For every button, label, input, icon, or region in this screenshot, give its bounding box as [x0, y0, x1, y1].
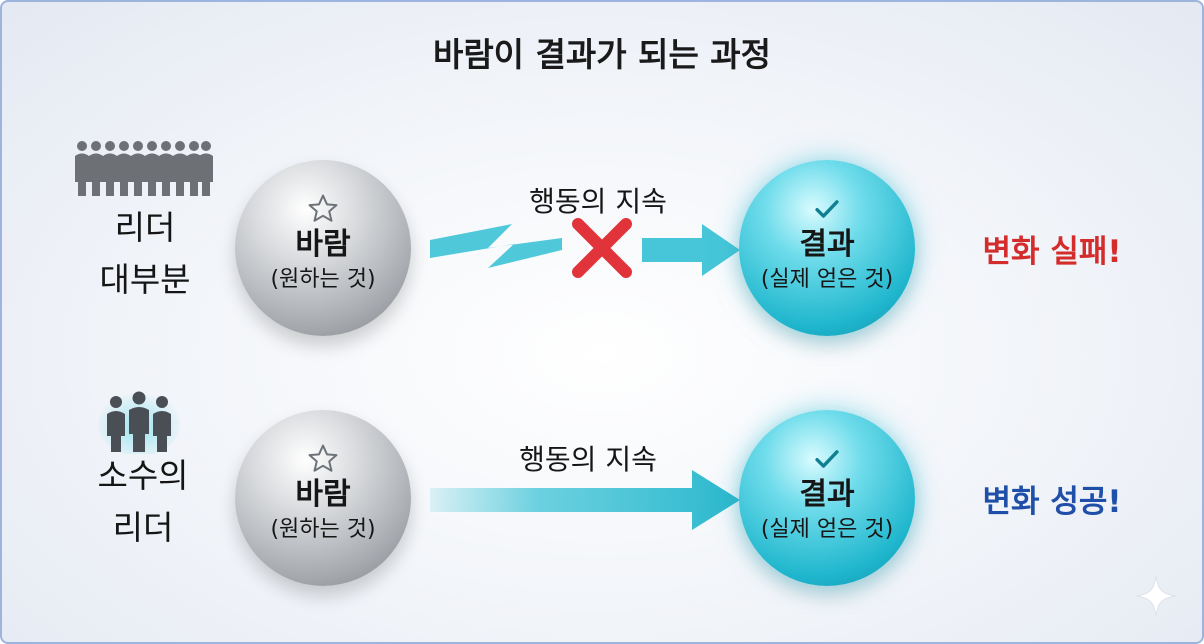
- group-line: 리더: [114, 208, 176, 247]
- group-label-minority: 소수의 리더: [48, 450, 238, 554]
- result-sublabel: (실제 얻은 것): [760, 267, 894, 292]
- leaders-icon: [98, 391, 180, 454]
- group-label-majority: 리더 대부분: [50, 202, 240, 306]
- wish-sublabel: (원하는 것): [270, 517, 376, 542]
- star-icon: [308, 444, 338, 472]
- group-line: 소수의: [97, 456, 189, 495]
- wish-orb: 바람 (원하는 것): [235, 410, 411, 586]
- action-label: 행동의 지속: [519, 443, 657, 476]
- result-orb: 결과 (실제 얻은 것): [739, 160, 915, 336]
- wish-orb: 바람 (원하는 것): [235, 160, 411, 336]
- check-icon: [815, 450, 839, 468]
- result-label: 결과: [799, 227, 855, 262]
- crowd-icon: [75, 141, 213, 196]
- wish-label: 바람: [295, 477, 351, 512]
- wish-label: 바람: [295, 227, 351, 262]
- outcome-success: 변화 성공!: [982, 484, 1122, 520]
- action-label: 행동의 지속: [529, 185, 667, 218]
- group-line: 리더: [112, 508, 174, 547]
- wish-sublabel: (원하는 것): [270, 267, 376, 292]
- result-orb: 결과 (실제 얻은 것): [739, 410, 915, 586]
- check-icon: [815, 200, 839, 218]
- star-icon: [308, 194, 338, 222]
- outcome-fail: 변화 실패!: [982, 234, 1122, 270]
- result-label: 결과: [799, 477, 855, 512]
- sparkle-icon: [1135, 575, 1177, 617]
- diagram-title: 바람이 결과가 되는 과정: [432, 35, 772, 74]
- group-line: 대부분: [99, 260, 191, 299]
- result-sublabel: (실제 얻은 것): [760, 517, 894, 542]
